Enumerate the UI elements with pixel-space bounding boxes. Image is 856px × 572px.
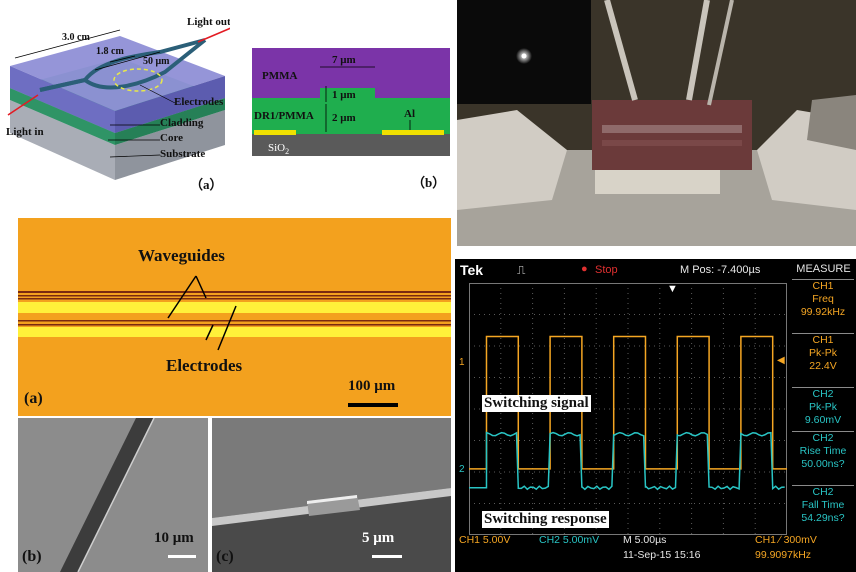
measurement-name: Rise Time xyxy=(799,445,847,457)
sem-panel-b: 10 μm (b) xyxy=(18,418,208,572)
switching-signal-label: Switching signal xyxy=(482,395,591,412)
waveguides-label: Waveguides xyxy=(138,246,225,265)
dim-total-length: 3.0 cm xyxy=(62,32,90,43)
measurement-ch: CH2 xyxy=(812,432,834,444)
ch1-right-arrow-icon: ◀ xyxy=(777,355,785,366)
sio2-label: SiO2 xyxy=(268,142,290,157)
trigger-edge-icon: ⎍ xyxy=(517,263,526,277)
switching-response-label: Switching response xyxy=(482,511,609,528)
dim-core-label: 2 μm xyxy=(332,112,356,124)
micro-scale-label: 100 μm xyxy=(348,378,396,394)
measurement-value: 9.60mV xyxy=(804,414,842,426)
micrograph-panel: Waveguides Electrodes 100 μm (a) xyxy=(18,218,451,416)
light-out-label: Light out xyxy=(187,16,230,28)
crosssection-drawing xyxy=(252,48,450,156)
electrodes-micro-label: Electrodes xyxy=(166,356,243,375)
footer-m: M 5.00µs xyxy=(623,534,667,546)
dr1-pmma-label: DR1/PMMA xyxy=(254,110,314,122)
measurement-value: 22.4V xyxy=(809,360,837,372)
measurement-name: Pk-Pk xyxy=(808,347,837,359)
ch2-marker: 2 xyxy=(459,464,465,475)
measurement-name: Pk-Pk xyxy=(808,401,837,413)
crosssection-panel-b: PMMA DR1/PMMA SiO2 Al 7 μm 1 μm 2 μm （b） xyxy=(232,0,454,200)
dim-electrode-length: 1.8 cm xyxy=(96,46,124,57)
sem-c-scale-label: 5 μm xyxy=(362,530,395,546)
dim-rib-label: 1 μm xyxy=(332,89,356,101)
measurement-value: 54.29ns? xyxy=(801,512,845,524)
schematic-drawing xyxy=(7,27,230,180)
scope-header: Tek ⎍ ● Stop M Pos: -7.400µs xyxy=(455,259,856,283)
stop-icon: ● xyxy=(581,263,588,275)
core-label: Core xyxy=(160,132,184,144)
sem-c-panel-label: (c) xyxy=(216,548,234,565)
micro-panel-label: (a) xyxy=(24,390,43,407)
scope-state: Stop xyxy=(595,264,618,276)
scope-brand: Tek xyxy=(460,262,484,278)
setup-photo-drawing xyxy=(457,0,856,246)
measurement-value: 99.92kHz xyxy=(800,306,846,318)
panel-label-a: （a） xyxy=(190,177,223,192)
trigger-pos-arrow-icon: ▼ xyxy=(667,283,678,295)
measurement-ch: CH2 xyxy=(812,388,834,400)
measurement-name: Freq xyxy=(812,293,834,305)
scope-mpos: M Pos: -7.400µs xyxy=(680,264,761,276)
electrodes-label: Electrodes xyxy=(174,96,224,108)
trace-switching-response xyxy=(469,431,785,491)
sem-panel-c: 5 μm (c) xyxy=(212,418,451,572)
footer-trigger: CH1 ∕ 300mV xyxy=(755,534,817,546)
footer-ch1: CH1 5.00V xyxy=(459,534,511,546)
substrate-label: Substrate xyxy=(160,148,206,160)
dim-separation: 50 μm xyxy=(143,56,170,67)
sem-c-drawing xyxy=(212,418,451,572)
schematic-panel-a: 3.0 cm 1.8 cm 50 μm Light out Light in E… xyxy=(0,0,230,200)
cladding-label: Cladding xyxy=(160,117,204,129)
panel-label-b: （b） xyxy=(412,175,446,190)
micrograph-drawing xyxy=(18,218,451,416)
measurement-value: 50.00ns? xyxy=(801,458,845,470)
measurement-ch: CH2 xyxy=(812,486,834,498)
sem-b-drawing xyxy=(18,418,208,572)
measurement-ch: CH1 xyxy=(812,280,834,292)
grid-border xyxy=(469,283,787,535)
measurement-ch: CH1 xyxy=(812,334,834,346)
dim-width-label: 7 μm xyxy=(332,54,356,66)
sem-b-scale-label: 10 μm xyxy=(154,530,194,546)
footer-ch2: CH2 5.00mV xyxy=(539,534,600,546)
sem-b-panel-label: (b) xyxy=(22,548,42,565)
footer-freq: 99.9097kHz xyxy=(755,549,812,561)
pmma-label: PMMA xyxy=(262,70,298,82)
light-in-label: Light in xyxy=(6,126,44,138)
measurement-name: Fall Time xyxy=(801,499,845,511)
oscilloscope-screen: Tek ⎍ ● Stop M Pos: -7.400µs MEASURE CH1… xyxy=(455,259,856,572)
measure-title: MEASURE xyxy=(796,263,851,275)
al-label: Al xyxy=(404,108,415,120)
ch1-marker: 1 xyxy=(459,357,465,368)
setup-photo xyxy=(457,0,856,246)
footer-date: 11-Sep-15 15:16 xyxy=(623,549,701,561)
